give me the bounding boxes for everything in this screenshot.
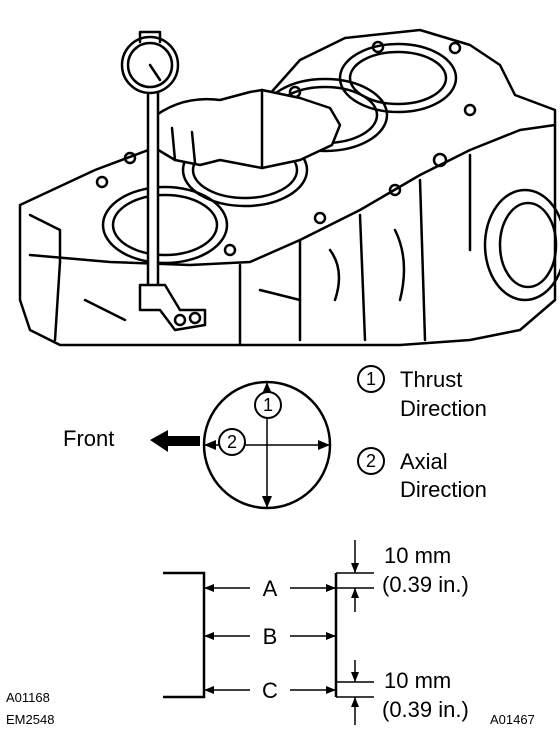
front-arrow-icon [150, 430, 200, 452]
legend-2-line1: Axial [400, 449, 448, 474]
legend-1-number: 1 [366, 369, 376, 389]
left-bore-wall [163, 571, 206, 699]
arrow-right-icon [318, 440, 330, 450]
measurement-diagram: A B C 10 mm (0.39 in.) 10 mm (0.39 in.) [163, 540, 469, 725]
dim-arrow-up-icon-2 [351, 697, 359, 707]
dim-arrow-up-icon [351, 588, 359, 598]
legend-1-line1: Thrust [400, 367, 462, 392]
marker-1: 1 [263, 395, 273, 415]
position-c: C [262, 678, 278, 703]
position-a: A [263, 576, 278, 601]
engine-block-illustration [18, 28, 560, 347]
arrow-up-icon [262, 382, 272, 394]
legend-2-number: 2 [366, 451, 376, 471]
code-left-bottom: EM2548 [6, 712, 54, 727]
top-offset-line1: 10 mm [384, 543, 451, 568]
marker-2: 2 [227, 432, 237, 452]
dim-arrow-down-icon-2 [351, 672, 359, 682]
position-b: B [263, 624, 278, 649]
code-left-top: A01168 [6, 690, 50, 705]
direction-diagram: 1 2 Front 1 Thrust Direction 2 Axial Dir… [63, 365, 487, 510]
legend-2-line2: Direction [400, 477, 487, 502]
arrow-left-icon [204, 440, 216, 450]
dim-arrow-down-icon [351, 563, 359, 573]
top-offset-line2: (0.39 in.) [382, 572, 469, 597]
bottom-offset-line1: 10 mm [384, 668, 451, 693]
arrow-down-icon [262, 496, 272, 508]
bottom-offset-line2: (0.39 in.) [382, 697, 469, 722]
code-right-bottom: A01467 [490, 712, 535, 727]
front-label: Front [63, 426, 114, 451]
legend-1-line2: Direction [400, 396, 487, 421]
